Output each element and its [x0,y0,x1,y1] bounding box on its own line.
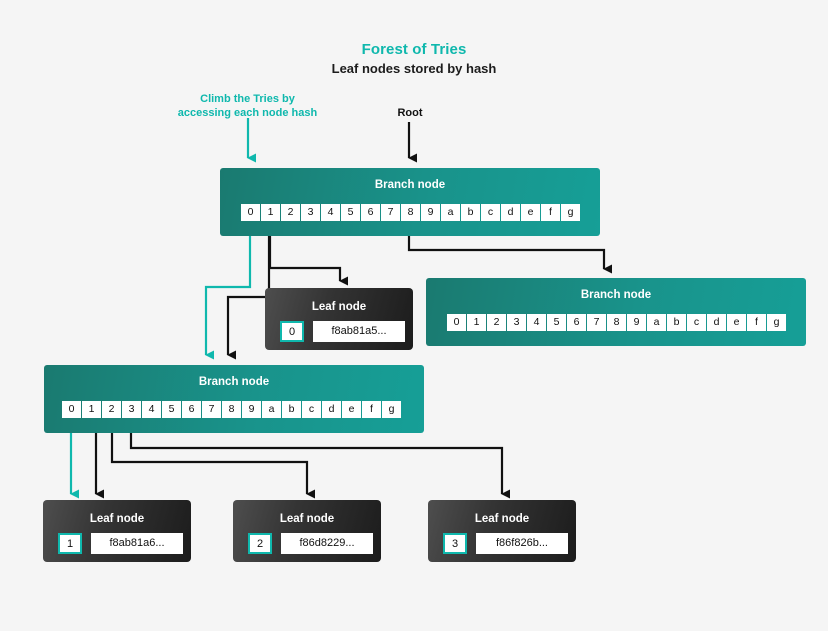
leaf-node-top-hash[interactable]: f8ab81a5... [313,321,405,342]
cell-0[interactable]: 0 [241,204,260,221]
cell-b[interactable]: b [282,401,301,418]
cell-4[interactable]: 4 [527,314,546,331]
cell-7[interactable]: 7 [202,401,221,418]
leaf-node-3[interactable]: Leaf node 3 f86f826b... [428,500,576,562]
branch-node-right-cells: 0 1 2 3 4 5 6 7 8 9 a b c d e f g [447,314,786,331]
cell-9[interactable]: 9 [242,401,261,418]
leaf-node-2-index[interactable]: 2 [248,533,272,554]
cell-f[interactable]: f [541,204,560,221]
leaf-node-top[interactable]: Leaf node 0 f8ab81a5... [265,288,413,350]
branch-node-root[interactable]: Branch node 0 1 2 3 4 5 6 7 8 9 a b c d … [220,168,600,236]
branch-node-lower-cells: 0 1 2 3 4 5 6 7 8 9 a b c d e f g [62,401,401,418]
cell-1[interactable]: 1 [82,401,101,418]
leaf-node-2-label: Leaf node [279,513,335,525]
branch-node-lower[interactable]: Branch node 0 1 2 3 4 5 6 7 8 9 a b c d … [44,365,424,433]
annotation-climb-line1: Climb the Tries by [200,93,295,105]
leaf-node-1[interactable]: Leaf node 1 f8ab81a6... [43,500,191,562]
cell-c[interactable]: c [481,204,500,221]
cell-0[interactable]: 0 [62,401,81,418]
leaf-node-top-row: 0 f8ab81a5... [280,321,405,342]
page-title: Forest of Tries [361,41,467,58]
cell-6[interactable]: 6 [182,401,201,418]
cell-a[interactable]: a [647,314,666,331]
cell-d[interactable]: d [501,204,520,221]
cell-2[interactable]: 2 [281,204,300,221]
leaf-node-2[interactable]: Leaf node 2 f86d8229... [233,500,381,562]
leaf-node-1-label: Leaf node [89,513,145,525]
cell-8[interactable]: 8 [222,401,241,418]
wire-root-cell1-to-lower-branch [226,222,271,360]
cell-f[interactable]: f [362,401,381,418]
branch-node-lower-label: Branch node [198,376,270,388]
leaf-node-3-index[interactable]: 3 [443,533,467,554]
leaf-node-2-hash[interactable]: f86d8229... [281,533,373,554]
leaf-node-3-row: 3 f86f826b... [443,533,568,554]
cell-9[interactable]: 9 [421,204,440,221]
cell-f[interactable]: f [747,314,766,331]
cell-1[interactable]: 1 [467,314,486,331]
cell-c[interactable]: c [687,314,706,331]
leaf-node-1-index[interactable]: 1 [58,533,82,554]
cell-7[interactable]: 7 [587,314,606,331]
annotation-root-line1: Root [397,107,423,119]
cell-4[interactable]: 4 [142,401,161,418]
annotation-climb-line2: accessing each node hash [177,107,318,119]
branch-node-root-label: Branch node [374,179,446,191]
cell-2[interactable]: 2 [102,401,121,418]
leaf-node-2-row: 2 f86d8229... [248,533,373,554]
cell-9[interactable]: 9 [627,314,646,331]
cell-b[interactable]: b [461,204,480,221]
branch-node-root-cells: 0 1 2 3 4 5 6 7 8 9 a b c d e f g [241,204,580,221]
leaf-node-1-hash[interactable]: f8ab81a6... [91,533,183,554]
cell-c[interactable]: c [302,401,321,418]
cell-2[interactable]: 2 [487,314,506,331]
leaf-node-top-index[interactable]: 0 [280,321,304,342]
cell-3[interactable]: 3 [122,401,141,418]
leaf-node-3-label: Leaf node [474,513,530,525]
cell-g[interactable]: g [767,314,786,331]
annotation-climb-the-tries: Climb the Tries by accessing each node h… [165,92,330,120]
cell-e[interactable]: e [521,204,540,221]
cell-e[interactable]: e [342,401,361,418]
cell-3[interactable]: 3 [507,314,526,331]
cell-a[interactable]: a [441,204,460,221]
cell-e[interactable]: e [727,314,746,331]
branch-node-right-label: Branch node [580,289,652,301]
cell-d[interactable]: d [322,401,341,418]
cell-8[interactable]: 8 [401,204,420,221]
cell-1[interactable]: 1 [261,204,280,221]
cell-d[interactable]: d [707,314,726,331]
cell-3[interactable]: 3 [301,204,320,221]
annotation-root: Root [370,106,450,120]
leaf-node-top-label: Leaf node [311,301,367,313]
cell-5[interactable]: 5 [162,401,181,418]
cell-5[interactable]: 5 [547,314,566,331]
branch-node-right[interactable]: Branch node 0 1 2 3 4 5 6 7 8 9 a b c d … [426,278,806,346]
cell-6[interactable]: 6 [567,314,586,331]
leaf-node-1-row: 1 f8ab81a6... [58,533,183,554]
cell-7[interactable]: 7 [381,204,400,221]
cell-0[interactable]: 0 [447,314,466,331]
cell-6[interactable]: 6 [361,204,380,221]
cell-4[interactable]: 4 [321,204,340,221]
wire-root-cell0-to-lower-branch [204,222,252,360]
cell-g[interactable]: g [561,204,580,221]
leaf-node-3-hash[interactable]: f86f826b... [476,533,568,554]
cell-b[interactable]: b [667,314,686,331]
cell-g[interactable]: g [382,401,401,418]
page-subtitle: Leaf nodes stored by hash [331,61,497,76]
cell-a[interactable]: a [262,401,281,418]
cell-5[interactable]: 5 [341,204,360,221]
cell-8[interactable]: 8 [607,314,626,331]
